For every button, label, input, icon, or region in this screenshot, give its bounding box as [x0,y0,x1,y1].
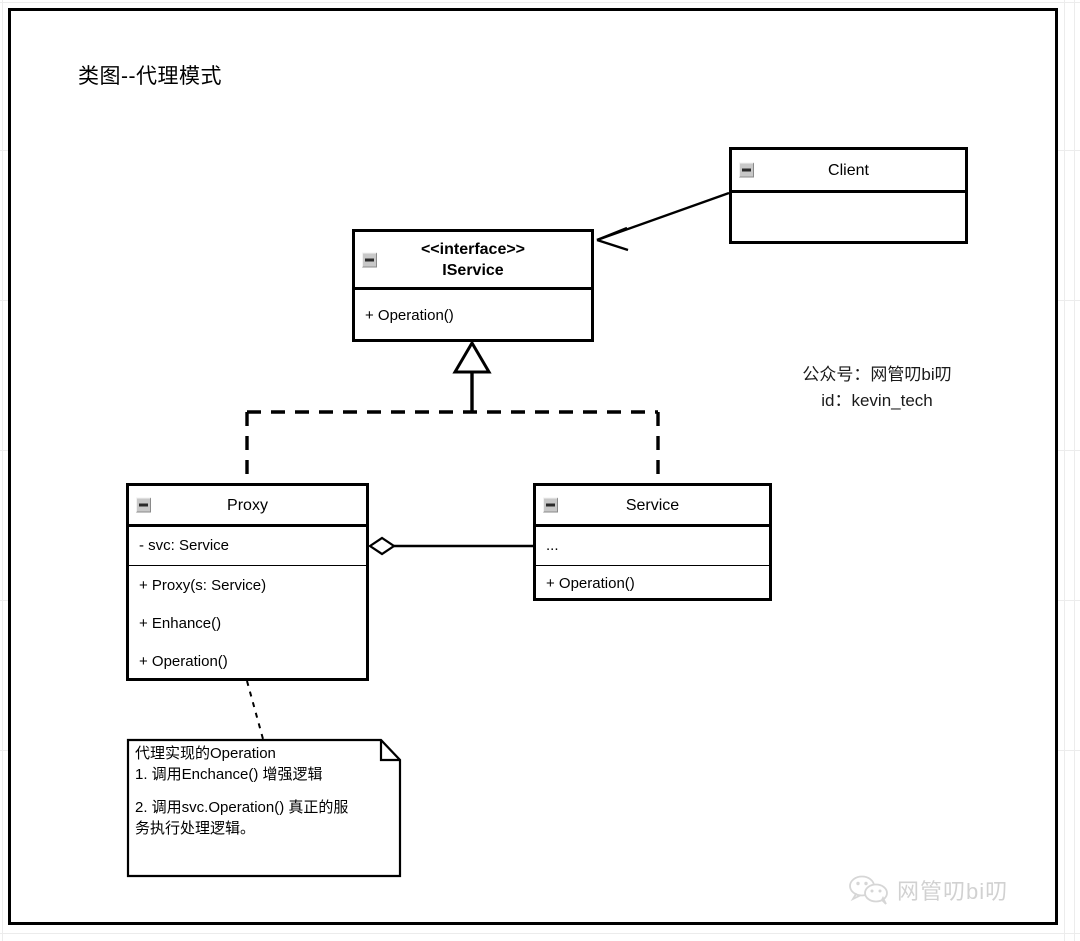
note-line-1: 1. 调用Enchance() 增强逻辑 [135,766,323,783]
class-methods-service: + Operation() [536,566,769,601]
class-methods-proxy: + Proxy(s: Service) + Enhance() + Operat… [129,566,366,681]
class-header-proxy: Proxy [129,486,366,527]
class-name-iservice: IService [442,261,504,279]
collapse-minus-icon[interactable] [543,497,558,513]
wechat-account-line: 公众号：网管叨bi叨 [802,365,952,384]
class-name-service: Service [625,496,680,514]
class-method-row: + Enhance() [139,614,222,632]
collapse-minus-icon[interactable] [136,497,151,513]
class-body-client [732,193,965,244]
note-text: 代理实现的Operation 1. 调用Enchance() 增强逻辑 2. 调… [135,743,392,839]
collapse-minus-icon[interactable] [362,252,377,267]
note-spacer [135,785,392,797]
wechat-logo-icon [849,875,888,905]
note-line-3: 务执行处理逻辑。 [135,820,256,837]
note-box[interactable]: 代理实现的Operation 1. 调用Enchance() 增强逻辑 2. 调… [128,740,400,876]
footer-watermark: 网管叨bi叨 [848,874,1008,906]
class-methods-iservice: + Operation() [355,290,591,342]
class-box-iservice[interactable]: <<interface>> IService + Operation() [352,229,594,342]
note-title: 代理实现的Operation [135,745,276,762]
class-attribute-row: ... [546,537,559,554]
wechat-id-line: id：kevin_tech [821,391,933,410]
class-attributes-proxy: - svc: Service [129,527,366,566]
class-attribute-row: - svc: Service [139,537,230,554]
class-stereotype-iservice: <<interface>> [420,240,526,258]
class-method-row: + Proxy(s: Service) [139,576,267,594]
class-name-proxy: Proxy [227,496,268,514]
diagram-title: 类图--代理模式 [78,65,222,88]
collapse-minus-icon[interactable] [739,162,754,178]
class-method-row: + Operation() [546,574,635,592]
class-name-client: Client [828,161,869,179]
footer-watermark-label: 网管叨bi叨 [897,879,1009,904]
class-box-client[interactable]: Client [729,147,968,244]
class-method-row: + Operation() [365,307,454,324]
class-box-proxy[interactable]: Proxy - svc: Service + Proxy(s: Service)… [126,483,369,681]
class-method-row: + Operation() [139,652,228,670]
class-header-service: Service [536,486,769,527]
class-header-iservice: <<interface>> IService [355,232,591,290]
class-attributes-service: ... [536,527,769,566]
wechat-account-note: 公众号：网管叨bi叨 id：kevin_tech [762,362,992,414]
class-box-service[interactable]: Service ... + Operation() [533,483,772,601]
note-line-2: 2. 调用svc.Operation() 真正的服 [135,799,349,816]
class-header-client: Client [732,150,965,193]
